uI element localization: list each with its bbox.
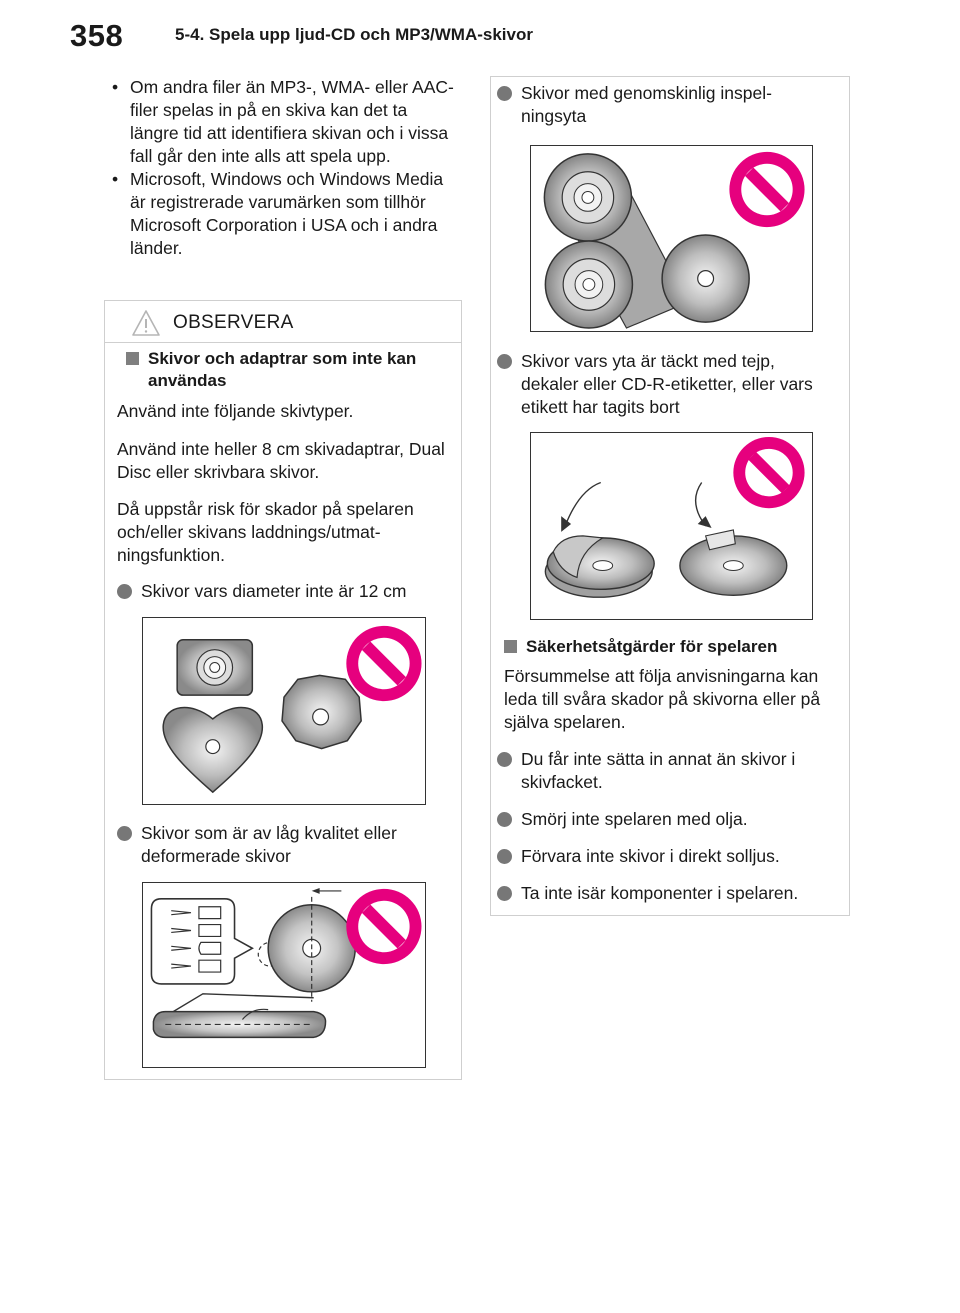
info-bullet-list: Om andra filer än MP3-, WMA- eller AAC-f… — [108, 76, 458, 260]
bullet-transparent: Skivor med genomskinlig inspel-ningsyta — [497, 82, 837, 128]
round-bullet-icon — [497, 752, 512, 767]
round-bullet-icon — [497, 86, 512, 101]
bullet-only-discs-text: Du får inte sätta in annat än skivor i s… — [521, 749, 796, 792]
para-neglect-warning: Försummelse att följa anvisningarna kan … — [504, 666, 821, 732]
bullet-low-quality-text: Skivor som är av låg kvalitet eller defo… — [141, 823, 397, 866]
square-bullet-icon — [126, 352, 139, 365]
bullet-low-quality: Skivor som är av låg kvalitet eller defo… — [117, 822, 457, 868]
deformed-discs-illustration — [150, 887, 422, 1039]
heading-unusable-discs-text: Skivor och adaptrar som inte kan använda… — [148, 349, 417, 390]
figure-labeled-discs — [530, 432, 813, 620]
para-damage-risk: Då uppstår risk för skador på spelaren o… — [117, 499, 414, 565]
bullet-tape-labels-text: Skivor vars yta är täckt med tejp, dekal… — [521, 351, 813, 417]
round-bullet-icon — [497, 886, 512, 901]
round-bullet-icon — [497, 849, 512, 864]
heading-unusable-discs: Skivor och adaptrar som inte kan använda… — [126, 348, 456, 392]
info-bullet-formats: Om andra filer än MP3-, WMA- eller AAC-f… — [108, 76, 458, 168]
bullet-diameter: Skivor vars diameter inte är 12 cm — [117, 580, 457, 603]
notice-title: OBSERVERA — [173, 312, 294, 333]
bullet-only-discs: Du får inte sätta in annat än skivor i s… — [497, 748, 837, 794]
bullet-diameter-text: Skivor vars diameter inte är 12 cm — [141, 581, 407, 601]
odd-shaped-discs-illustration — [162, 625, 422, 794]
heading-player-safety-text: Säkerhetsåtgärder för spelaren — [526, 637, 778, 656]
bullet-no-disassembly: Ta inte isär komponenter i spelaren. — [497, 882, 842, 905]
bullet-no-disassembly-text: Ta inte isär komponenter i spelaren. — [521, 883, 799, 903]
round-bullet-icon — [117, 584, 132, 599]
notice-header: OBSERVERA — [105, 301, 461, 343]
warning-triangle-icon — [132, 310, 160, 336]
round-bullet-icon — [497, 354, 512, 369]
bullet-transparent-text: Skivor med genomskinlig inspel-ningsyta — [521, 83, 772, 126]
para-adapters: Använd inte heller 8 cm skivadaptrar, Du… — [117, 439, 445, 482]
round-bullet-icon — [497, 812, 512, 827]
section-title: 5-4. Spela upp ljud-CD och MP3/WMA-skivo… — [175, 25, 533, 44]
bullet-tape-labels: Skivor vars yta är täckt med tejp, dekal… — [497, 350, 837, 419]
figure-transparent-discs — [530, 145, 813, 332]
square-bullet-icon — [504, 640, 517, 653]
page-number: 358 — [70, 18, 124, 53]
labeled-discs-illustration — [544, 436, 805, 598]
bullet-no-sunlight: Förvara inte skivor i direkt solljus. — [497, 845, 837, 868]
bullet-no-sunlight-text: Förvara inte skivor i direkt solljus. — [521, 846, 780, 866]
heading-player-safety: Säkerhetsåtgärder för spelaren — [504, 636, 834, 658]
figure-deformed-discs — [142, 882, 426, 1068]
bullet-no-oil-text: Smörj inte spelaren med olja. — [521, 809, 748, 829]
transparent-discs-illustration — [543, 151, 805, 329]
para-dont-use: Använd inte följande skivtyper. — [117, 401, 354, 421]
bullet-no-oil: Smörj inte spelaren med olja. — [497, 808, 837, 831]
info-bullet-trademarks: Microsoft, Windows och Windows Media är … — [108, 168, 458, 260]
figure-odd-shaped-discs — [142, 617, 426, 805]
right-continuation-box — [490, 76, 850, 916]
notice-box: OBSERVERA — [104, 300, 462, 1080]
round-bullet-icon — [117, 826, 132, 841]
